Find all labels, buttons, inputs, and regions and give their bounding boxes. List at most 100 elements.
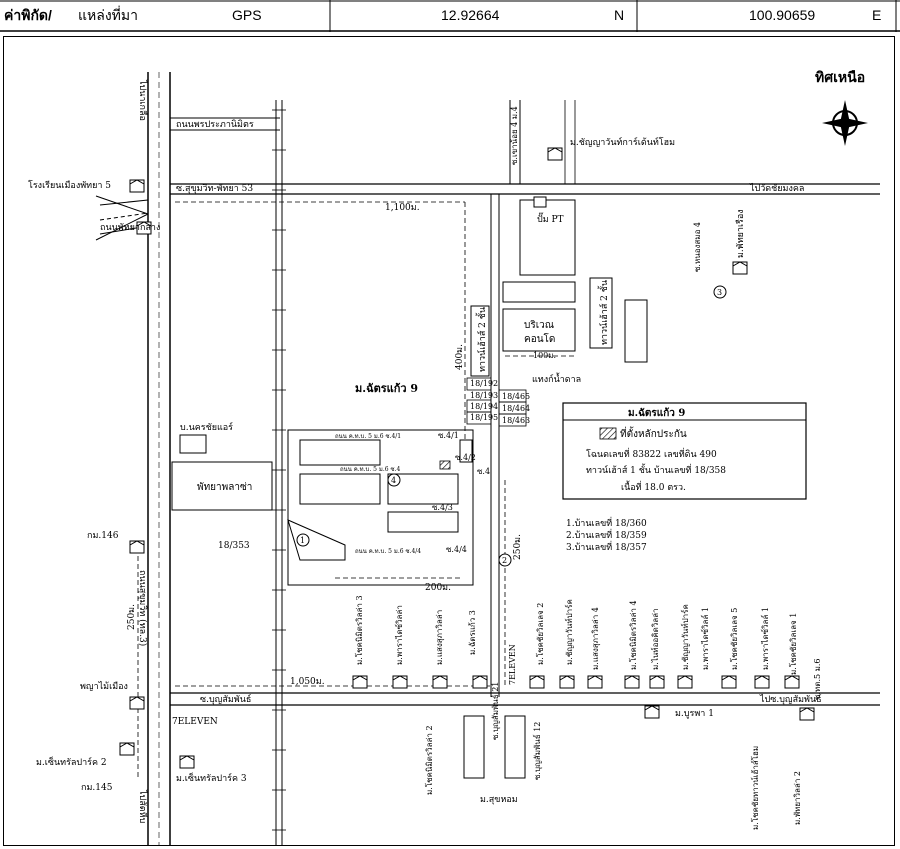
- condo-label: คอนโด: [524, 332, 555, 345]
- soi-chatkaew-b: ถนน ค.ท.บ. 5 ม.6 ซ.4: [340, 466, 400, 473]
- info-line3: เนื้อที่ 18.0 ตรว.: [621, 480, 686, 493]
- house-18463-label: 18/463: [502, 416, 530, 425]
- header-grid: [0, 0, 900, 32]
- to-chaiyapruek-label: ไปวัดชัยมงคล: [749, 183, 804, 194]
- house-list-2: 2.บ้านเลขที่ 18/359: [566, 528, 647, 541]
- soi-4-label: ซ.4: [477, 467, 490, 476]
- house-18194-label: 18/194: [470, 402, 498, 411]
- townhouse-block-b: [589, 277, 613, 349]
- saengsupa4-label: ม.แสงสุภาวิลล่า 4: [591, 607, 600, 670]
- house-icon: [732, 261, 748, 275]
- house-icon: [677, 675, 693, 689]
- house-icon: [754, 675, 770, 689]
- house-icon: [644, 705, 660, 719]
- gps-label: GPS: [232, 7, 262, 23]
- house-18353-label: 18/353: [218, 541, 250, 551]
- legend-hatch-icon: [599, 427, 617, 440]
- pattaya-villa2-label: ม.พัทยาวิลล่า 2: [793, 771, 802, 825]
- buripha-label: ม.บูรพา 1: [675, 709, 714, 719]
- house-icon: [799, 707, 815, 721]
- nice-villa-label: ม.ไนท์ออคิดวิลล่า: [650, 608, 660, 670]
- cc-villa4-label: ม.โชคนิมิตรวิลล่า 4: [628, 600, 638, 670]
- coordinate-header: ค่าพิกัด/ แหล่งที่มา GPS 12.92664 N 100.…: [0, 0, 900, 32]
- soi-paeng-label: ซ.เขาน้อย 4 ม.4: [510, 106, 519, 165]
- compass-icon: [822, 100, 868, 146]
- water-tank-label: แทงก์น้ำดาล: [532, 372, 581, 385]
- distance-1100: 1,100ม.: [385, 203, 420, 213]
- house-icon: [547, 147, 563, 161]
- soi-53-road: [170, 183, 880, 195]
- chanyawan-label: ม.ชัญญาวันท์ปาร์ค: [564, 599, 574, 665]
- phratamnak-label: ถนนพรประภานิมิตร: [176, 119, 254, 130]
- markers: [296, 285, 727, 567]
- house-18465-label: 18/465: [502, 392, 530, 401]
- prapa-villa1-label: ม.พาราไดซ์วิลล์ 1: [700, 607, 710, 670]
- to-bunsamphan-label: ไปซ.บุญสัมพันธ์: [759, 693, 822, 705]
- marker-4: 4: [391, 476, 396, 485]
- house-icon: [352, 675, 368, 689]
- distance-250-b: 250ม.: [127, 604, 137, 630]
- house-icon: [392, 675, 408, 689]
- nakornchai-label: บ.นครชัยแอร์: [180, 421, 233, 433]
- suk-hom-stripes: [463, 715, 526, 779]
- marker-1: 1: [300, 536, 305, 545]
- nakornchai-building: [179, 434, 207, 454]
- suk-hom-label: ม.สุขหอม: [480, 795, 518, 805]
- townhouse-stripes: [624, 299, 648, 363]
- house-icon: [472, 675, 488, 689]
- info-line1: โฉนดเลขที่ 83822 เลขที่ดิน 490: [586, 447, 717, 460]
- coord-label: ค่าพิกัด/: [4, 7, 52, 23]
- chatkaew3-label: ม.ฉัตรแก้ว 3: [468, 610, 477, 655]
- soi-laem-label: ซ.หนองสมอ 4: [693, 222, 702, 272]
- house-icon: [529, 675, 545, 689]
- collateral-marker: [439, 460, 451, 470]
- house-18464-label: 18/464: [502, 404, 530, 413]
- pattaya-plaza-label: พัทยาพลาซ่า: [197, 482, 252, 493]
- soi-21-label: ซ.บุญสัมพันธ์ 21: [490, 682, 500, 740]
- bunsamphan-label: ซ.บุญสัมพันธ์: [200, 693, 251, 705]
- latitude-direction: N: [614, 7, 625, 23]
- house-number-stack: [466, 377, 527, 427]
- central-park2-label: ม.เซ็นทรัลปาร์ค 2: [36, 755, 107, 768]
- latitude-value: 12.92664: [441, 7, 500, 23]
- pump-pt-label: ปั๊ม PT: [537, 212, 564, 225]
- house-icon: [559, 675, 575, 689]
- house-icon: [721, 675, 737, 689]
- compass-letter: N: [840, 121, 846, 129]
- marker-3: 3: [717, 288, 722, 297]
- house-icon: [129, 179, 145, 193]
- saeng-villa-label: ม.แสงสุภาวิลล่า: [435, 610, 444, 665]
- paradise-villa-label: ม.พาราไดซ์วิลล่า: [394, 605, 404, 665]
- distance-1050: 1,050ม.: [290, 677, 325, 687]
- chatkaew-label: ม.ฉัตรแก้ว 9: [355, 382, 418, 395]
- house-icon: [119, 742, 135, 756]
- info-line2: ทาวน์เฮ้าส์ 1 ชั้น บ้านเลขที่ 18/358: [586, 463, 726, 476]
- townhouse-2b-label: ทาวน์เฮ้าส์ 2 ชั้น: [597, 280, 610, 345]
- distance-lines: [137, 201, 575, 780]
- chokchai-town-label: ม.โชคชัยทาวน์เฮ้าส์โฮม: [750, 746, 760, 830]
- rail-line: [275, 100, 283, 845]
- school-label: โรงเรียนเมืองพัทยา 5: [28, 180, 111, 191]
- marker-2: 2: [502, 556, 507, 565]
- house-icon: [129, 540, 145, 554]
- house-18195-label: 18/195: [470, 413, 498, 422]
- house-icon: [624, 675, 640, 689]
- chanya-garden-label: ม.ชัญญาวันท์การ์เด้นท์โฮม: [570, 136, 675, 148]
- house-icon: [784, 675, 800, 689]
- phratamnak-road: [170, 117, 280, 131]
- patra-villa1-label: ม.พาราไดซ์วิลล์ 1: [760, 607, 770, 670]
- info-title: ม.ฉัตรแก้ว 9: [628, 407, 685, 419]
- pattaya-plaza-building: [171, 461, 273, 511]
- rail-ties: [272, 109, 286, 831]
- to-naklua-label: ไปนาเกลือ: [137, 79, 148, 121]
- compass-label: ทิศเหนือ: [815, 70, 865, 86]
- km146-label: กม.146: [87, 531, 119, 541]
- soi-12-label: ซ.บุญสัมพันธ์ 12: [532, 722, 542, 780]
- soi-4-road: [490, 194, 500, 697]
- house-icon: [649, 675, 665, 689]
- chatkaew-village: [287, 429, 474, 586]
- soi-53-label: ซ.สุขุมวิท-พัทยา 53: [176, 183, 253, 194]
- soi-chatkaew-a: ถนน ค.ท.บ. 5 ม.6 ซ.4/1: [335, 433, 401, 440]
- distance-100: 100ม.: [533, 351, 556, 360]
- seven-eleven-b-label: 7ELEVEN: [508, 644, 517, 685]
